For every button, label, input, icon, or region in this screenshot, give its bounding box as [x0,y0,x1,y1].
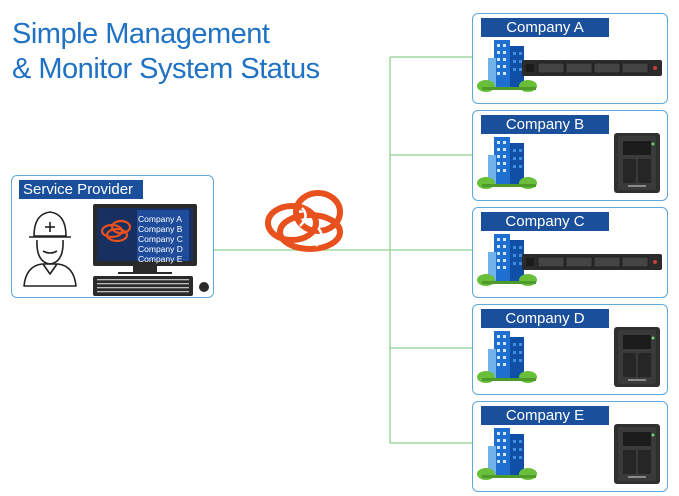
company-box-d: Company D [472,304,668,395]
screen-list-item: Company A [138,214,182,224]
company-box-b: Company B [472,110,668,201]
company-box-e: Company E [472,401,668,492]
company-label: Company B [481,115,609,134]
service-provider-box: Service Provider [11,175,214,298]
screen-list-item: Company C [138,234,183,244]
screen-list-item: Company E [138,254,183,264]
service-provider-label: Service Provider [19,180,144,199]
screen-list-item: Company B [138,224,183,234]
company-box-c: Company C [472,207,668,298]
title-line-1: Simple Management [12,18,270,50]
title-line-2: & Monitor System Status [12,53,320,85]
screen-company-list: Company A Company B Company C Company D … [138,214,183,264]
company-label: Company C [481,212,609,231]
screen-list-item: Company D [138,244,183,254]
company-label: Company A [481,18,609,37]
company-label: Company E [481,406,609,425]
company-label: Company D [481,309,609,328]
page-title: Simple Management & Monitor System Statu… [12,17,320,87]
company-box-a: Company A [472,13,668,104]
